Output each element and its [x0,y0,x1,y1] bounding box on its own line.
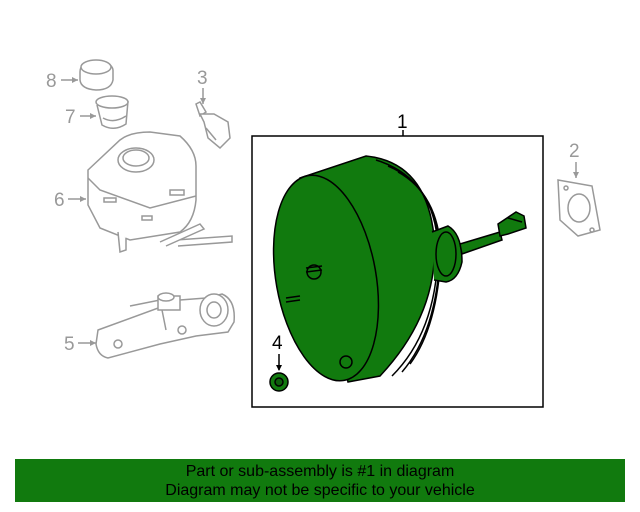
callout-7-label: 7 [65,107,76,128]
banner-line-2: Diagram may not be specific to your vehi… [165,482,475,499]
part-1-brake-booster[interactable] [259,155,527,389]
callout-1-label: 1 [397,112,408,133]
part-5-master-cylinder[interactable] [95,292,235,359]
part-2-gasket[interactable] [557,179,601,237]
part-3-sensor[interactable] [195,101,231,150]
part-6-reservoir[interactable] [87,131,233,254]
part-8-cap[interactable] [79,59,114,91]
callout-8-label: 8 [46,71,57,92]
callout-3-label: 3 [197,68,208,89]
callout-6-label: 6 [54,190,65,211]
parts-diagram: 8 7 6 3 [46,59,601,408]
callout-4-label: 4 [272,333,283,354]
callout-5-label: 5 [64,334,75,355]
part-7-seal[interactable] [95,95,129,129]
callout-2-label: 2 [569,141,580,162]
banner-line-1: Part or sub-assembly is #1 in diagram [185,463,455,480]
info-banner: Part or sub-assembly is #1 in diagram Di… [15,459,625,502]
part-1-frame [251,135,544,408]
part-4-nut[interactable] [269,372,289,392]
